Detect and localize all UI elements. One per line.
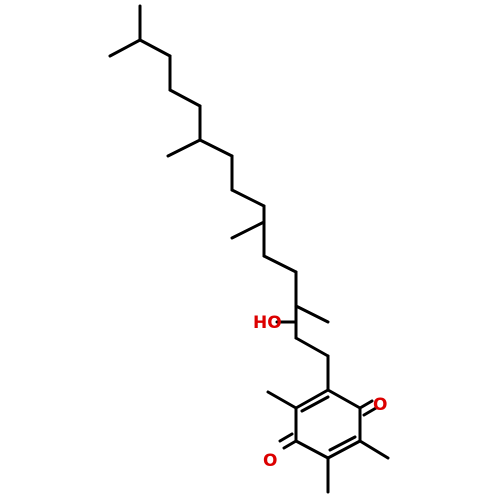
side-chain <box>108 4 330 392</box>
bond <box>168 88 202 108</box>
hydroxyl-label: HO <box>253 313 282 333</box>
bond <box>138 38 172 58</box>
bond <box>230 220 266 240</box>
bond <box>326 439 362 460</box>
bond <box>326 388 362 410</box>
bond <box>294 388 330 410</box>
bond <box>266 390 298 410</box>
bond <box>294 336 330 358</box>
bond <box>108 38 142 58</box>
quinone-ring <box>266 388 390 494</box>
ketone-oxygen-top: O <box>373 395 387 415</box>
bond <box>262 254 298 274</box>
carbonyl-bond <box>358 399 374 410</box>
bond <box>230 188 266 208</box>
ketone-oxygen-bottom: O <box>263 451 277 471</box>
carbonyl-bond <box>362 406 378 417</box>
bond <box>198 138 234 158</box>
double-bond <box>300 395 330 413</box>
bond <box>358 439 390 460</box>
carbonyl-bond <box>278 432 294 443</box>
double-bond <box>328 435 357 452</box>
carbonyl-bond <box>282 439 298 450</box>
bond <box>166 138 202 158</box>
bond <box>294 304 330 324</box>
bond <box>294 439 330 460</box>
